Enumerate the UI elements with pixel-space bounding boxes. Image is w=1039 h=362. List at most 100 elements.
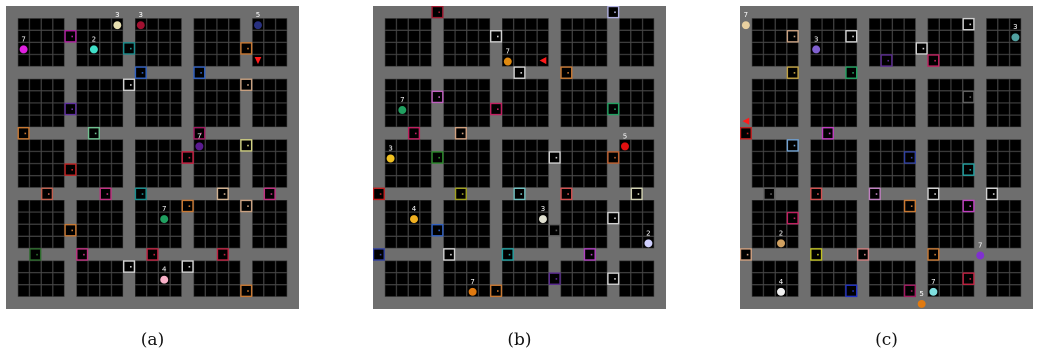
floor-cell xyxy=(170,42,182,55)
floor-cell xyxy=(537,200,549,212)
floor-cell xyxy=(880,224,893,237)
floor-cell xyxy=(263,42,276,55)
floor-cell xyxy=(513,272,526,285)
floor-cell xyxy=(951,284,963,297)
floor-cell xyxy=(810,260,822,273)
floor-cell xyxy=(478,54,491,67)
floor-cell xyxy=(384,139,397,152)
floor-cell xyxy=(193,30,206,43)
floor-cell xyxy=(786,200,799,212)
floor-cell xyxy=(751,175,764,188)
floor-cell xyxy=(997,30,1010,43)
floor-cell xyxy=(263,151,276,164)
floor-cell xyxy=(786,260,799,273)
floor-cell xyxy=(833,272,846,285)
floor-cell xyxy=(642,200,655,212)
floor-cell xyxy=(217,151,229,164)
door-icon xyxy=(786,211,799,225)
floor-cell xyxy=(892,78,904,91)
ball-label: 7 xyxy=(978,241,982,249)
floor-cell xyxy=(763,284,776,297)
floor-cell xyxy=(822,175,834,188)
floor-cell xyxy=(146,54,159,67)
door-icon xyxy=(740,126,752,140)
floor-cell xyxy=(478,103,491,115)
floor-cell xyxy=(76,163,88,176)
floor-cell xyxy=(537,163,549,176)
floor-cell xyxy=(595,236,608,249)
floor-cell xyxy=(572,90,584,103)
floor-cell xyxy=(228,90,241,103)
floor-cell xyxy=(396,212,409,225)
floor-cell xyxy=(419,103,432,115)
door-icon xyxy=(40,187,54,201)
floor-cell xyxy=(525,151,537,164)
door-icon xyxy=(431,90,444,104)
floor-cell xyxy=(572,78,584,91)
floor-cell xyxy=(751,200,764,212)
floor-cell xyxy=(275,236,288,249)
floor-cell xyxy=(217,42,229,55)
floor-cell xyxy=(205,224,217,237)
floor-cell xyxy=(642,115,655,128)
floor-cell xyxy=(572,103,584,115)
floor-cell xyxy=(951,260,963,273)
floor-cell xyxy=(572,284,584,297)
floor-cell xyxy=(52,115,65,128)
floor-cell xyxy=(111,115,124,128)
floor-cell xyxy=(560,200,573,212)
floor-cell xyxy=(751,260,764,273)
floor-cell xyxy=(525,260,537,273)
floor-cell xyxy=(619,30,631,43)
floor-cell xyxy=(17,236,30,249)
floor-cell xyxy=(962,236,975,249)
floor-cell xyxy=(478,151,491,164)
floor-cell xyxy=(997,90,1010,103)
floor-cell xyxy=(751,115,764,128)
floor-cell xyxy=(595,139,608,152)
floor-cell xyxy=(513,200,526,212)
floor-cell xyxy=(833,139,846,152)
floor-cell xyxy=(146,139,159,152)
floor-cell xyxy=(478,139,491,152)
floor-cell xyxy=(880,260,893,273)
floor-cell xyxy=(939,224,951,237)
floor-cell xyxy=(513,284,526,297)
floor-cell xyxy=(111,272,124,285)
floor-cell xyxy=(997,42,1010,55)
floor-cell xyxy=(786,115,799,128)
floor-cell xyxy=(833,260,846,273)
floor-cell xyxy=(88,139,100,152)
floor-cell xyxy=(263,54,276,67)
floor-cell xyxy=(904,42,916,55)
floor-cell xyxy=(775,30,787,43)
floor-cell xyxy=(502,163,514,176)
floor-cell xyxy=(41,284,53,297)
floor-cell xyxy=(455,272,467,285)
floor-cell xyxy=(904,54,916,67)
floor-cell xyxy=(595,151,608,164)
floor-cell xyxy=(869,54,881,67)
floor-cell xyxy=(845,224,858,237)
floor-cell xyxy=(76,78,88,91)
floor-cell xyxy=(869,18,881,31)
floor-cell xyxy=(595,42,608,55)
floor-cell xyxy=(619,115,631,128)
floor-cell xyxy=(135,163,147,176)
floor-cell xyxy=(763,54,776,67)
floor-cell xyxy=(146,18,159,31)
floor-cell xyxy=(997,212,1010,225)
floor-cell xyxy=(396,163,409,176)
floor-cell xyxy=(455,224,467,237)
floor-cell xyxy=(252,139,264,152)
floor-cell xyxy=(822,103,834,115)
floor-cell xyxy=(41,78,53,91)
floor-cell xyxy=(845,200,858,212)
door-icon xyxy=(927,54,940,67)
floor-cell xyxy=(951,200,963,212)
ball-label: 4 xyxy=(412,205,417,213)
floor-cell xyxy=(158,54,170,67)
floor-cell xyxy=(217,163,229,176)
floor-cell xyxy=(52,200,65,212)
floor-cell xyxy=(1009,151,1022,164)
